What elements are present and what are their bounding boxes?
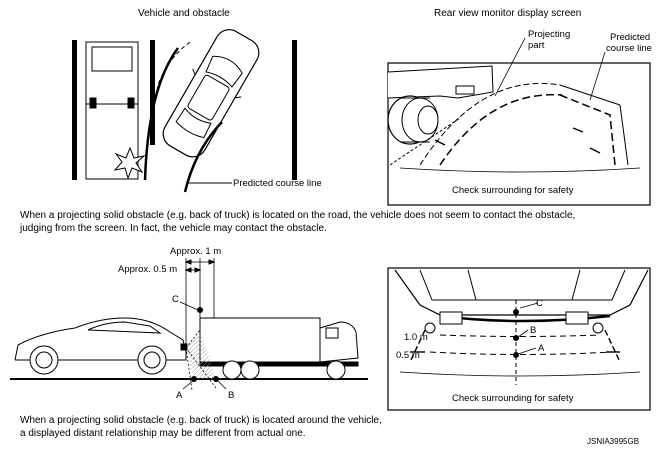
stall-line-2 xyxy=(150,40,155,145)
rear-monitor-bottom xyxy=(387,267,651,411)
rear-monitor-top xyxy=(387,37,651,206)
caption-1-line-1: When a projecting solid obstacle (e.g. b… xyxy=(20,210,576,221)
screen-point-a-marker xyxy=(513,352,519,358)
collision-star-icon xyxy=(113,146,146,180)
caption-1-line-2: judging from the screen. In fact, the ve… xyxy=(20,223,327,234)
rear-view-monitor-title: Rear view monitor display screen xyxy=(434,8,582,19)
bottom-left-side-view xyxy=(10,258,368,391)
predicted-course-line-left-label: Predicted course line xyxy=(233,178,322,189)
car-side-view xyxy=(14,317,188,375)
screen-1m-label: 1.0 m xyxy=(404,332,428,343)
truck-tyres xyxy=(387,95,439,145)
camera-view-cone xyxy=(186,330,216,379)
screen-b-label: B xyxy=(530,325,536,336)
caption-2-line-1: When a projecting solid obstacle (e.g. b… xyxy=(20,415,382,426)
caption-2-line-2: a displayed distant relationship may be … xyxy=(20,428,306,439)
point-c-label: C xyxy=(172,294,179,305)
point-b-label: B xyxy=(228,390,234,401)
point-c-marker xyxy=(197,307,203,313)
screen-point-b-marker xyxy=(513,335,519,341)
top-left-plan-view xyxy=(72,29,297,193)
monitor-frame-bottom xyxy=(387,267,651,411)
truck-side-view xyxy=(199,317,359,380)
point-a-marker xyxy=(191,376,197,382)
monitor-frame-top xyxy=(387,62,651,206)
stall-line-3 xyxy=(292,40,297,180)
screen-a-label: A xyxy=(538,343,545,354)
predicted-course-line-left xyxy=(143,47,180,181)
point-a-label: A xyxy=(176,390,183,401)
screen-point-c-marker xyxy=(513,309,519,315)
predicted-course-line-right xyxy=(183,121,223,193)
check-surrounding-bottom: Check surrounding for safety xyxy=(452,393,574,404)
screen-05m-label: 0.5 m xyxy=(396,350,420,361)
car-top-view xyxy=(162,29,260,158)
figure-id: JSNIA3995GB xyxy=(587,437,640,446)
screen-course-line xyxy=(419,82,561,166)
screen-c-label: C xyxy=(536,298,543,309)
stall-line-1 xyxy=(72,40,77,180)
approx-1m-label: Approx. 1 m xyxy=(170,246,221,257)
point-b-marker xyxy=(213,376,219,382)
approx-05m-label: Approx. 0.5 m xyxy=(118,264,177,275)
vehicle-obstacle-title: Vehicle and obstacle xyxy=(138,8,230,19)
check-surrounding-top: Check surrounding for safety xyxy=(452,185,574,196)
truck-bed-outline xyxy=(387,65,494,99)
